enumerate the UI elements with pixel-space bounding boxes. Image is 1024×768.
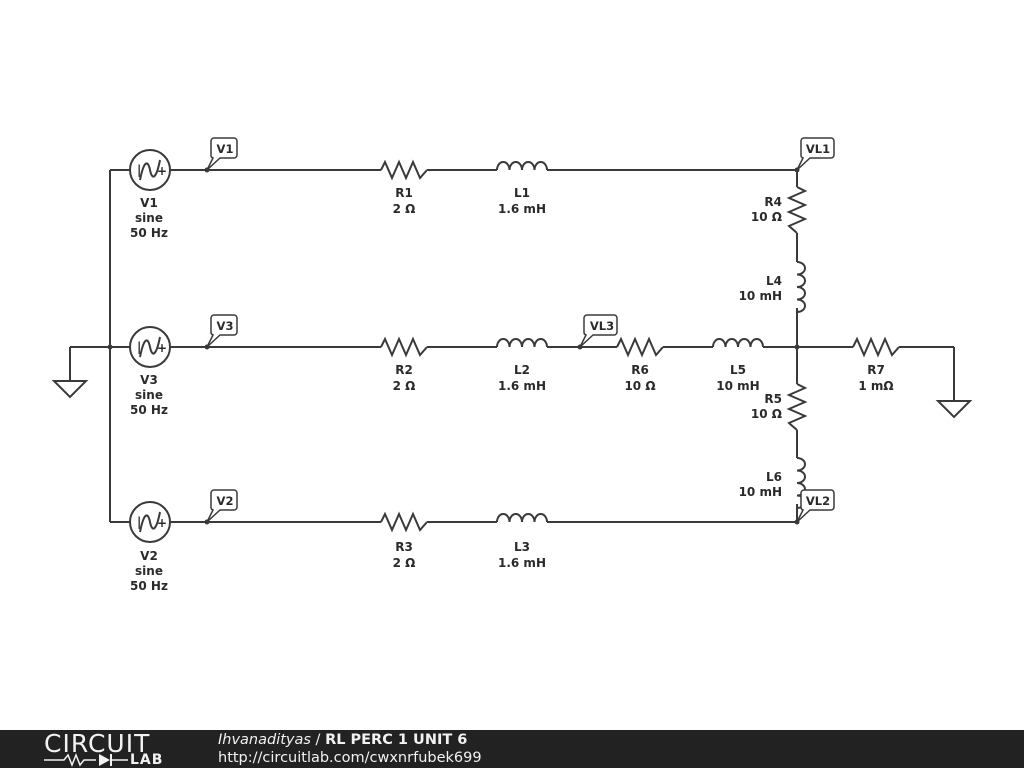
probe-flag-vl3[interactable]: VL3 <box>579 314 618 348</box>
circuitlab-logo[interactable]: CIRCUIT LAB <box>44 730 174 768</box>
r1-value: 2 Ω <box>393 202 416 216</box>
resistor-r2[interactable]: R2 2 Ω <box>380 336 428 393</box>
footer-title-line: Ihvanadityas / RL PERC 1 UNIT 6 <box>218 731 482 749</box>
probe-label-v3: V3 <box>217 319 234 333</box>
probe-flag-v3[interactable]: V3 <box>206 314 238 348</box>
v2-type: sine <box>135 564 163 578</box>
r6-name: R6 <box>631 363 649 377</box>
inductor-l4[interactable]: L4 10 mH <box>739 261 806 313</box>
inductor-l1[interactable]: L1 1.6 mH <box>496 161 548 216</box>
footer-bar: CIRCUIT LAB Ihvanadityas / RL PERC 1 UNI… <box>0 730 1024 768</box>
inductor-l6[interactable]: L6 10 mH <box>739 457 806 509</box>
r3-value: 2 Ω <box>393 556 416 570</box>
voltage-source-v3[interactable]: | + V3 sine 50 Hz <box>129 326 171 417</box>
l6-value: 10 mH <box>739 485 782 499</box>
l1-value: 1.6 mH <box>498 202 546 216</box>
resistor-r5[interactable]: R5 10 Ω <box>751 383 808 431</box>
title-separator: / <box>310 732 326 748</box>
voltage-source-v1[interactable]: | + V1 sine 50 Hz <box>129 149 171 240</box>
r7-name: R7 <box>867 363 885 377</box>
svg-text:+: + <box>157 341 167 355</box>
l5-name: L5 <box>730 363 746 377</box>
resistor-r4[interactable]: R4 10 Ω <box>751 186 808 234</box>
r5-name: R5 <box>764 392 782 406</box>
probe-flag-v1[interactable]: V1 <box>206 137 238 171</box>
resistor-r6[interactable]: R6 10 Ω <box>616 336 664 393</box>
l1-name: L1 <box>514 186 530 200</box>
svg-text:|: | <box>137 163 141 177</box>
svg-text:|: | <box>137 340 141 354</box>
l4-value: 10 mH <box>739 289 782 303</box>
svg-text:+: + <box>157 164 167 178</box>
probe-label-v2: V2 <box>217 494 234 508</box>
inductor-l2[interactable]: L2 1.6 mH <box>496 338 548 393</box>
wires <box>69 169 955 523</box>
v3-name: V3 <box>140 373 158 387</box>
probe-label-v1: V1 <box>217 142 234 156</box>
circuit-schematic: | + V1 sine 50 Hz | + V3 sine 50 Hz | + … <box>51 137 973 593</box>
r5-value: 10 Ω <box>751 407 782 421</box>
v3-freq: 50 Hz <box>130 403 168 417</box>
voltage-source-v2[interactable]: | + V2 sine 50 Hz <box>129 501 171 593</box>
inductor-l3[interactable]: L3 1.6 mH <box>496 513 548 570</box>
l3-value: 1.6 mH <box>498 556 546 570</box>
v2-freq: 50 Hz <box>130 579 168 593</box>
v1-type: sine <box>135 211 163 225</box>
v1-freq: 50 Hz <box>130 226 168 240</box>
circuit-url[interactable]: http://circuitlab.com/cwxnrfubek699 <box>218 750 482 766</box>
l3-name: L3 <box>514 540 530 554</box>
footer-info: Ihvanadityas / RL PERC 1 UNIT 6 http://c… <box>218 731 482 767</box>
svg-text:+: + <box>157 516 167 530</box>
resistor-r3[interactable]: R3 2 Ω <box>380 511 428 570</box>
l4-name: L4 <box>766 274 782 288</box>
r3-name: R3 <box>395 540 413 554</box>
r4-value: 10 Ω <box>751 210 782 224</box>
probe-flag-vl2[interactable]: VL2 <box>796 489 835 523</box>
probe-label-vl2: VL2 <box>806 494 830 508</box>
author-link[interactable]: Ihvanadityas <box>218 732 311 748</box>
l2-value: 1.6 mH <box>498 379 546 393</box>
svg-text:|: | <box>137 515 141 529</box>
r2-name: R2 <box>395 363 413 377</box>
r4-name: R4 <box>764 195 782 209</box>
r7-value: 1 mΩ <box>858 379 893 393</box>
ground-symbol-left[interactable] <box>51 380 89 399</box>
v3-type: sine <box>135 388 163 402</box>
r6-value: 10 Ω <box>624 379 655 393</box>
r2-value: 2 Ω <box>393 379 416 393</box>
resistor-r1[interactable]: R1 2 Ω <box>380 159 428 216</box>
v1-name: V1 <box>140 196 158 210</box>
probe-label-vl3: VL3 <box>590 319 614 333</box>
l2-name: L2 <box>514 363 530 377</box>
resistor-r7[interactable]: R7 1 mΩ <box>852 336 900 393</box>
inductor-l5[interactable]: L5 10 mH <box>712 338 764 393</box>
probe-flag-vl1[interactable]: VL1 <box>796 137 835 171</box>
l5-value: 10 mH <box>716 379 759 393</box>
logo-text-bottom: LAB <box>130 752 164 768</box>
v2-name: V2 <box>140 549 158 563</box>
probe-label-vl1: VL1 <box>806 142 830 156</box>
logo-circuit-icon <box>44 753 128 767</box>
logo-text-top: CIRCUIT <box>44 729 151 758</box>
circuit-title[interactable]: RL PERC 1 UNIT 6 <box>325 732 468 748</box>
l6-name: L6 <box>766 470 782 484</box>
ground-symbol-right[interactable] <box>935 400 973 419</box>
probe-flag-v2[interactable]: V2 <box>206 489 238 523</box>
r1-name: R1 <box>395 186 413 200</box>
